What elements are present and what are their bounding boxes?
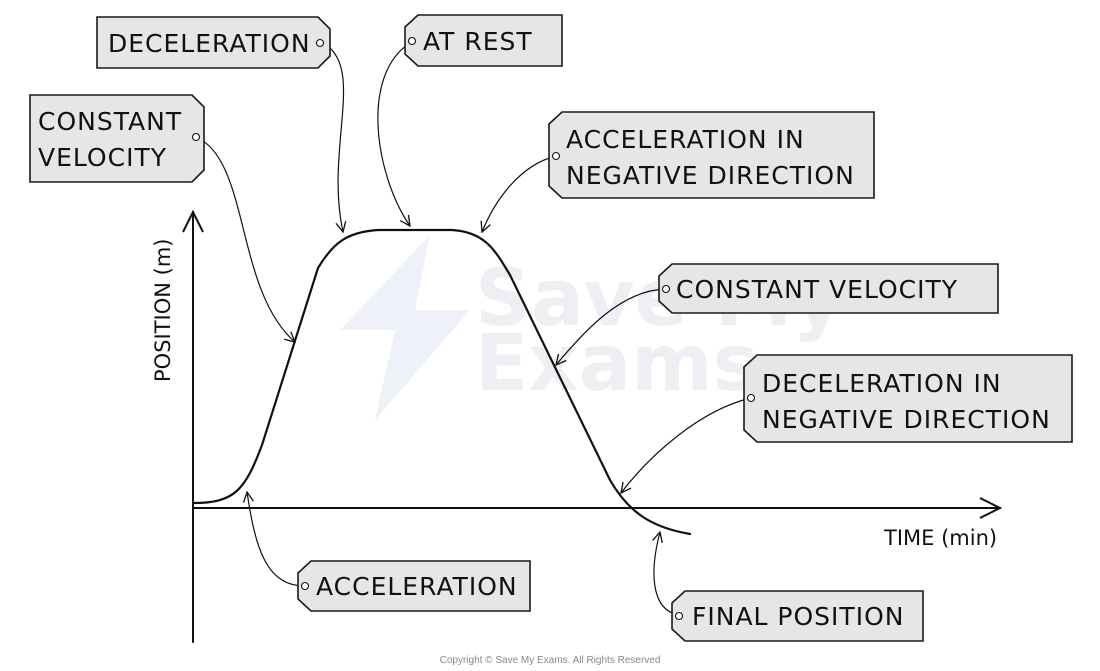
arrow-at-rest	[377, 42, 410, 226]
position-curve	[191, 228, 692, 536]
x-axis-label: TIME (min)	[883, 526, 997, 550]
tag-deceleration-negative: DECELERATION IN NEGATIVE DIRECTION	[743, 354, 1073, 443]
watermark-bolt-icon	[340, 235, 470, 420]
tag-final-position-text: FINAL POSITION	[692, 602, 904, 631]
tag-at-rest: AT REST	[404, 14, 563, 67]
tag-constant-velocity-right: CONSTANT VELOCITY	[658, 263, 999, 314]
tag-constant-velocity-left-line-1: CONSTANT	[38, 107, 182, 136]
axes: POSITION (m) TIME (min)	[151, 212, 1000, 643]
tag-deceleration-text: DECELERATION	[108, 29, 311, 58]
tag-acceleration-negative-line-1: ACCELERATION IN	[566, 125, 805, 154]
tag-constant-velocity-left: CONSTANT VELOCITY	[29, 94, 205, 183]
tag-final-position: FINAL POSITION	[671, 590, 924, 642]
tag-constant-velocity-right-text: CONSTANT VELOCITY	[676, 275, 958, 304]
arrow-deceleration	[324, 43, 344, 232]
tag-acceleration: ACCELERATION	[297, 560, 531, 612]
tag-deceleration: DECELERATION	[96, 16, 331, 69]
y-axis-label: POSITION (m)	[151, 239, 175, 383]
arrow-acceleration	[247, 492, 306, 587]
tag-constant-velocity-left-line-2: VELOCITY	[38, 143, 167, 172]
tag-acceleration-negative-line-2: NEGATIVE DIRECTION	[566, 161, 855, 190]
copyright-text: Copyright © Save My Exams. All Rights Re…	[440, 655, 661, 666]
arrow-constant-velocity-right	[556, 288, 667, 365]
arrow-constant-velocity-left	[195, 136, 295, 342]
arrow-final-position	[654, 532, 680, 616]
tag-acceleration-negative: ACCELERATION IN NEGATIVE DIRECTION	[548, 111, 875, 199]
watermark-line-2: Exams	[475, 319, 759, 409]
arrow-acceleration-negative	[482, 155, 557, 232]
pointer-arrows	[195, 42, 752, 616]
tag-acceleration-text: ACCELERATION	[316, 572, 518, 601]
tag-deceleration-negative-line-2: NEGATIVE DIRECTION	[762, 405, 1051, 434]
tag-at-rest-text: AT REST	[423, 27, 533, 56]
tag-deceleration-negative-line-1: DECELERATION IN	[762, 369, 1002, 398]
arrow-deceleration-negative	[621, 397, 752, 493]
